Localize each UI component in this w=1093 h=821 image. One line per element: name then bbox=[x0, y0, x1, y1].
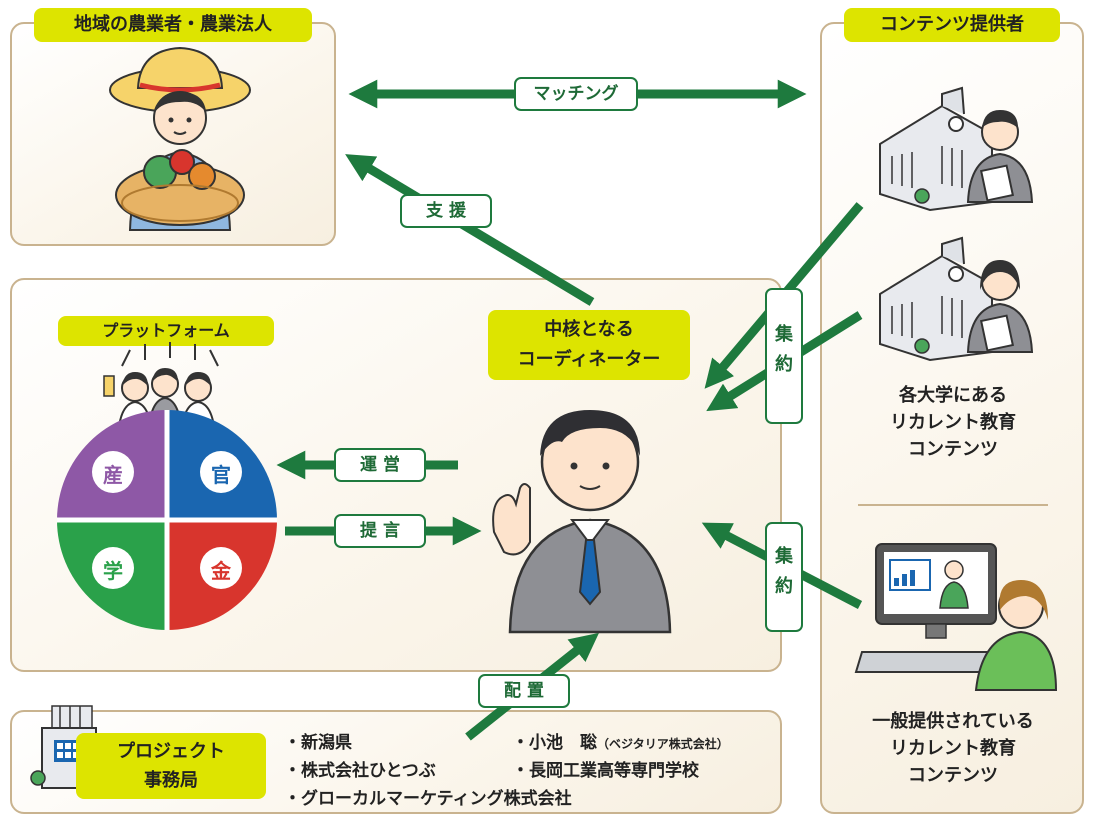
university-illustration-2 bbox=[879, 236, 1034, 362]
pie-label-finance: 金 bbox=[211, 559, 231, 583]
propose-label: 提 言 bbox=[334, 514, 426, 548]
member-koike: ・小池 聡（ベジタリア株式会社） bbox=[512, 728, 729, 753]
university-text-line1: 各大学にある bbox=[899, 385, 1007, 406]
sector-pie bbox=[57, 410, 277, 630]
support-arrow bbox=[345, 154, 595, 306]
member-hitotsubu: ・株式会社ひとつぶ bbox=[284, 761, 436, 781]
member-koike-name: ・小池 聡 bbox=[512, 733, 597, 753]
aggregate-char-2: 約 bbox=[775, 354, 793, 375]
pie-label-industry: 産 bbox=[103, 463, 123, 487]
coordinator-tag-line1: 中核となる bbox=[544, 319, 634, 340]
operate-label: 運 営 bbox=[334, 448, 426, 482]
coordinator-tag: 中核となる コーディネーター bbox=[488, 310, 690, 380]
university-illustration-1 bbox=[879, 86, 1034, 212]
general-content-text: 一般提供されている リカレント教育 コンテンツ bbox=[848, 708, 1058, 789]
member-niigata: ・新潟県 bbox=[284, 733, 352, 753]
coordinator-tag-line2: コーディネーター bbox=[517, 349, 661, 370]
general-text-line3: コンテンツ bbox=[908, 765, 998, 786]
general-text-line2: リカレント教育 bbox=[890, 738, 1016, 759]
coordinator-illustration bbox=[492, 410, 672, 634]
project-tag-line2: 事務局 bbox=[144, 770, 198, 791]
university-content-text: 各大学にある リカレント教育 コンテンツ bbox=[848, 382, 1058, 463]
aggregate-char-2b: 約 bbox=[775, 576, 793, 597]
platform-tag: プラットフォーム bbox=[58, 316, 274, 346]
pie-label-academia: 学 bbox=[103, 559, 123, 583]
university-text-line3: コンテンツ bbox=[908, 439, 998, 460]
project-tag-line1: プロジェクト bbox=[117, 741, 225, 762]
deploy-label: 配 置 bbox=[478, 674, 570, 708]
university-text-line2: リカレント教育 bbox=[890, 412, 1016, 433]
aggregate-label-bottom: 集 約 bbox=[765, 522, 803, 632]
aggregate-label-top: 集 約 bbox=[765, 288, 803, 424]
aggregate-char-1b: 集 bbox=[775, 546, 793, 567]
project-office-tag: プロジェクト 事務局 bbox=[76, 733, 266, 799]
farmer-illustration bbox=[109, 46, 251, 231]
content-provider-tag: コンテンツ提供者 bbox=[844, 8, 1060, 42]
general-text-line1: 一般提供されている bbox=[872, 711, 1034, 732]
member-nagaoka: ・長岡工業高等専門学校 bbox=[512, 761, 699, 781]
matching-label: マッチング bbox=[514, 77, 638, 111]
farmers-tag: 地域の農業者・農業法人 bbox=[34, 8, 312, 42]
support-label: 支 援 bbox=[400, 194, 492, 228]
member-koike-note: （ベジタリア株式会社） bbox=[597, 737, 729, 751]
online-learner-illustration bbox=[854, 543, 1058, 691]
pie-label-government: 官 bbox=[211, 463, 231, 487]
aggregate-char-1: 集 bbox=[775, 324, 793, 345]
member-glocal: ・グローカルマーケティング株式会社 bbox=[284, 789, 572, 809]
